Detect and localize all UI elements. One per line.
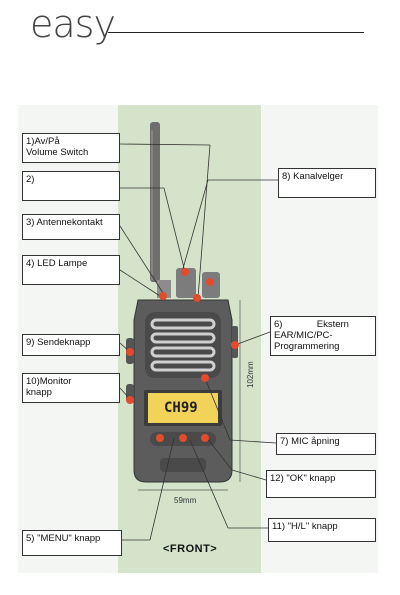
label-channel-selector-text: 8) Kanalvelger <box>282 171 344 182</box>
volume-knob <box>176 268 196 298</box>
label-volume-switch-line2: Volume Switch <box>26 147 89 158</box>
label-ptt-button: 9) Sendeknapp <box>22 334 120 356</box>
label-mic-opening: 7) MIC åpning <box>276 433 376 455</box>
label-2-text: 2) <box>26 174 35 185</box>
label-ok-button-text: 12) "OK" knapp <box>270 473 336 484</box>
label-hl-button: 11) "H/L" knapp <box>268 518 376 542</box>
label-monitor-button: 10)Monitor knapp <box>22 373 120 403</box>
brand-underline <box>108 32 364 33</box>
label-mic-opening-text: 7) MIC åpning <box>280 436 340 447</box>
label-monitor-line2: knapp <box>26 387 52 398</box>
dimension-height: 102mm <box>246 361 255 388</box>
figure-caption: <FRONT> <box>163 543 218 555</box>
label-menu-button: 5) "MENU" knapp <box>22 530 122 556</box>
brand-logo: easy <box>30 2 116 46</box>
label-volume-switch: 1)Av/På Volume Switch <box>22 133 120 163</box>
lcd-display <box>148 393 218 423</box>
dimension-width: 59mm <box>174 496 197 505</box>
label-channel-selector: 8) Kanalvelger <box>278 168 376 198</box>
label-volume-switch-line1: 1)Av/På <box>26 136 60 147</box>
label-menu-button-text: 5) "MENU" knapp <box>26 533 101 544</box>
label-monitor-line1: 10)Monitor <box>26 376 72 387</box>
label-external-port-line3: Programmering <box>274 341 340 352</box>
label-antenna-connector-text: 3) Antennekontakt <box>26 217 103 228</box>
label-hl-button-text: 11) "H/L" knapp <box>272 521 338 532</box>
label-2: 2) <box>22 171 120 201</box>
label-antenna-connector: 3) Antennekontakt <box>22 214 120 240</box>
label-led-lamp-text: 4) LED Lampe <box>26 258 88 269</box>
label-external-port: 6) Ekstern EAR/MIC/PC- Programmering <box>270 316 376 356</box>
label-external-port-line1: 6) Ekstern <box>274 319 349 330</box>
label-led-lamp: 4) LED Lampe <box>22 255 120 285</box>
lcd-channel-text: CH99 <box>164 400 198 416</box>
label-ptt-button-text: 9) Sendeknapp <box>26 337 91 348</box>
label-ok-button: 12) "OK" knapp <box>266 470 376 498</box>
label-external-port-line2: EAR/MIC/PC- <box>274 330 333 341</box>
